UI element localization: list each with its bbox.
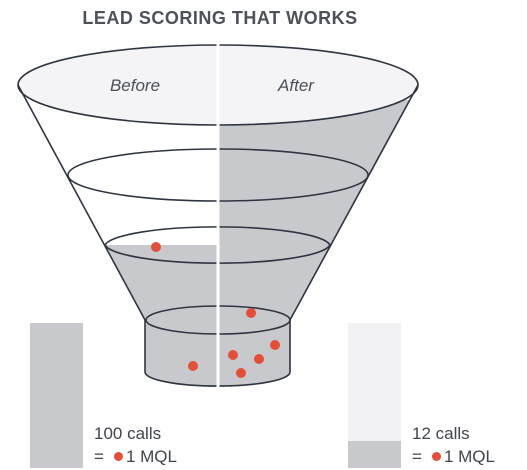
mql-dot (228, 350, 238, 360)
mql-unit: 1 MQL (443, 447, 495, 466)
mql-dot (188, 361, 198, 371)
after-calls-label: 12 calls (412, 424, 470, 443)
funnel-left-edge (17, 84, 146, 321)
mql-dot (254, 354, 264, 364)
after-mql-equation: = 1 MQL (412, 447, 495, 467)
calls-bar-before (30, 323, 83, 468)
mql-dot (270, 340, 280, 350)
after-label: After (277, 76, 315, 95)
mql-dot-icon (113, 452, 123, 461)
mid-ellipse (67, 148, 369, 202)
funnel-right-edge (289, 84, 419, 321)
mql-dot (236, 368, 246, 378)
before-calls-label: 100 calls (94, 424, 162, 443)
equals-sign: = (412, 447, 422, 466)
diagram-title: LEAD SCORING THAT WORKS (82, 8, 358, 28)
before-label: Before (110, 76, 160, 95)
mql-unit: 1 MQL (125, 447, 177, 466)
mql-dot-icon (431, 452, 441, 461)
equals-sign: = (94, 447, 104, 466)
calls-bar-after-fill (348, 441, 401, 468)
mql-dot (246, 308, 256, 318)
before-mql-equation: = 1 MQL (94, 447, 177, 467)
mql-dot (151, 242, 161, 252)
